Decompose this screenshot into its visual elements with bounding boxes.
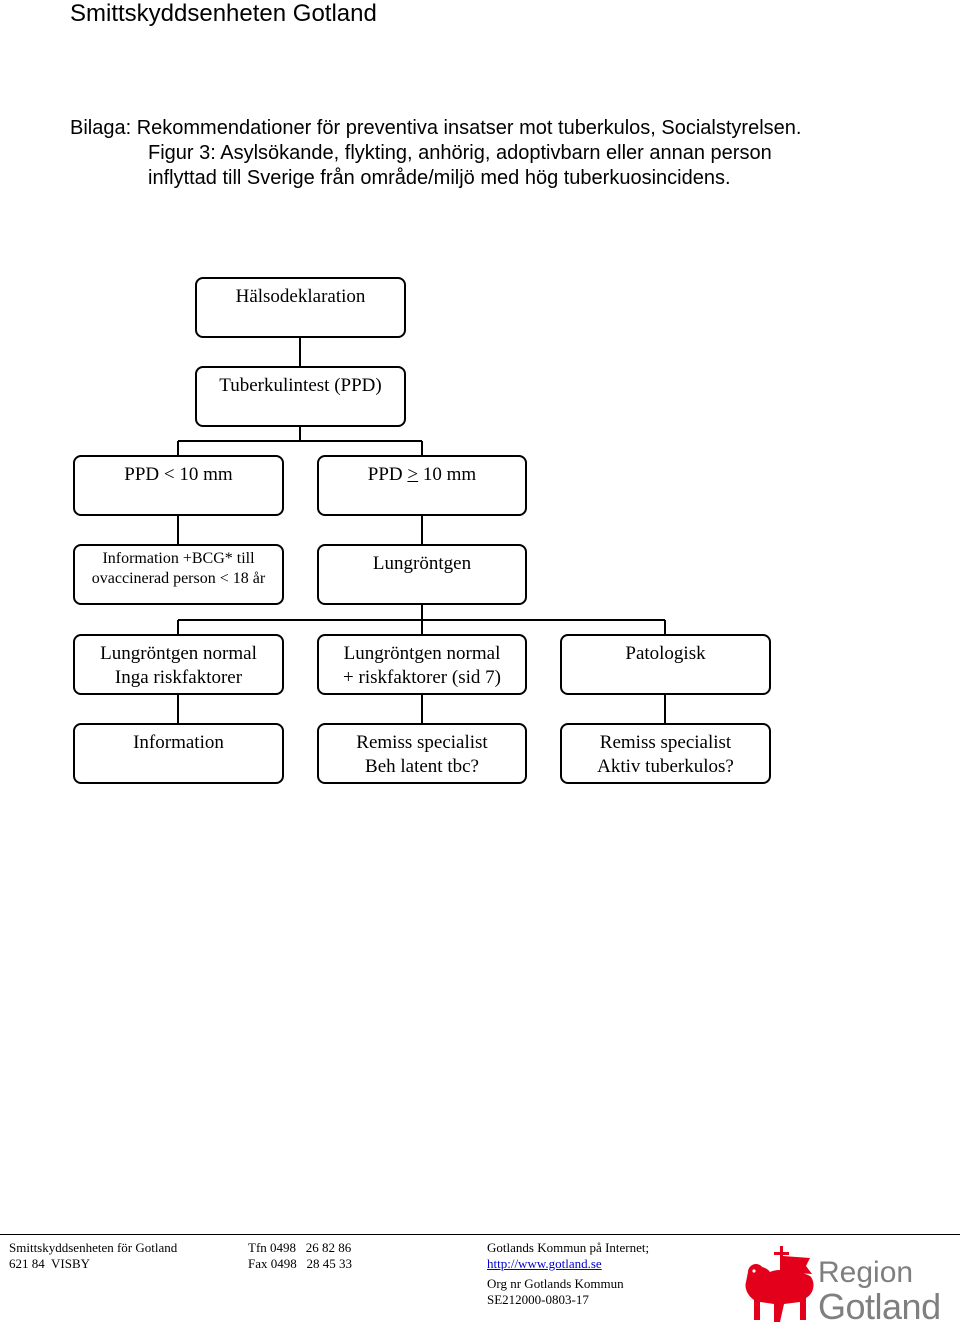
box-ppd-high-prefix: PPD <box>367 464 408 485</box>
intro-line-1: Bilaga: Rekommendationer för preventiva … <box>70 117 802 139</box>
box-normal-risk: Lungröntgen normal + riskfaktorer (sid 7… <box>317 634 527 695</box>
box-ppd-low-label: PPD < 10 mm <box>124 464 233 485</box>
box-tuberkulintest-label: Tuberkulintest (PPD) <box>219 375 382 396</box>
box-info-bcg: Information +BCG* till ovaccinerad perso… <box>73 544 284 605</box>
box-remiss-aktiv-line1: Remiss specialist <box>599 732 732 753</box>
box-tuberkulintest: Tuberkulintest (PPD) <box>195 366 406 427</box>
footer-org: Smittskyddsenheten för Gotland <box>9 1240 178 1255</box>
box-patologisk: Patologisk <box>560 634 771 695</box>
box-ppd-high-suffix: 10 mm <box>418 464 477 485</box>
footer-org-block: Smittskyddsenheten för Gotland 621 84 VI… <box>9 1240 177 1272</box>
footer-fax: Fax 0498 28 45 33 <box>248 1256 352 1271</box>
intro-line-3: inflyttad till Sverige från område/miljö… <box>148 167 731 189</box>
box-remiss-aktiv: Remiss specialist Aktiv tuberkulos? <box>560 723 771 784</box>
box-normal-no-risk-line1: Lungröntgen normal <box>100 643 257 664</box>
box-remiss-latent-line2: Beh latent tbc? <box>365 756 479 777</box>
footer-contact-block: Tfn 0498 26 82 86 Fax 0498 28 45 33 <box>248 1240 352 1272</box>
footer-address: 621 84 VISBY <box>9 1256 91 1271</box>
lamb-with-banner-icon <box>745 1246 814 1322</box>
footer-phone: Tfn 0498 26 82 86 <box>248 1240 352 1255</box>
box-normal-risk-line1: Lungröntgen normal <box>343 643 501 664</box>
footer-divider <box>0 1234 960 1235</box>
footer-internet-label: Gotlands Kommun på Internet; <box>487 1240 650 1255</box>
logo-region-text: Region <box>818 1256 914 1289</box>
box-normal-no-risk: Lungröntgen normal Inga riskfaktorer <box>73 634 284 695</box>
box-lungrontgen-label: Lungröntgen <box>372 553 472 574</box>
logo-gotland-text: Gotland <box>818 1286 941 1327</box>
box-remiss-latent: Remiss specialist Beh latent tbc? <box>317 723 527 784</box>
intro-line-2: Figur 3: Asylsökande, flykting, anhörig,… <box>148 142 772 164</box>
box-remiss-latent-line1: Remiss specialist <box>356 732 488 753</box>
box-patologisk-label: Patologisk <box>625 643 706 664</box>
footer-website-link[interactable]: http://www.gotland.se <box>487 1256 602 1271</box>
box-halsodeklaration-label: Hälsodeklaration <box>235 286 366 307</box>
footer-org-nr-label: Org nr Gotlands Kommun <box>487 1276 624 1291</box>
intro-text: Bilaga: Rekommendationer för preventiva … <box>70 116 801 191</box>
box-information-label: Information <box>133 732 224 753</box>
box-ppd-high-symbol: > <box>407 464 419 485</box>
box-lungrontgen: Lungröntgen <box>317 544 527 605</box>
box-normal-risk-line2: + riskfaktorer (sid 7) <box>343 667 501 688</box>
footer-org-nr: SE212000-0803-17 <box>487 1292 589 1307</box>
page-header-title: Smittskyddsenheten Gotland <box>70 0 377 27</box>
box-halsodeklaration: Hälsodeklaration <box>195 277 406 338</box>
box-information: Information <box>73 723 284 784</box>
box-info-bcg-line1: Information +BCG* till <box>102 550 255 567</box>
box-normal-no-risk-line2: Inga riskfaktorer <box>114 667 243 688</box>
box-remiss-aktiv-line2: Aktiv tuberkulos? <box>597 756 734 777</box>
box-ppd-low: PPD < 10 mm <box>73 455 284 516</box>
box-ppd-high: PPD > 10 mm <box>317 455 527 516</box>
footer-web-block: Gotlands Kommun på Internet; http://www.… <box>487 1240 649 1308</box>
box-info-bcg-line2: ovaccinerad person < 18 år <box>91 570 266 587</box>
